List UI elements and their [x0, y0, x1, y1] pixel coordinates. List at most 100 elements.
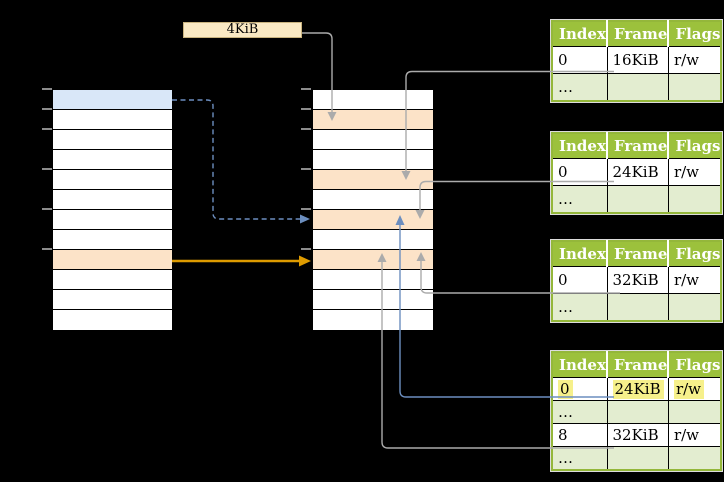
memory-cell — [313, 150, 433, 170]
memory-cell — [313, 190, 433, 210]
memory-cell — [53, 250, 172, 270]
table-cell: r/w — [667, 158, 722, 186]
table-cell: … — [551, 400, 608, 424]
table-cell: … — [551, 446, 608, 471]
table-cell: 24KiB — [606, 158, 669, 186]
memory-cell — [53, 270, 172, 290]
virtual-memory-column — [52, 89, 173, 331]
memory-cell — [313, 290, 433, 310]
table-cell: 8 — [551, 423, 608, 447]
table-cell: 0 — [551, 46, 608, 74]
memory-cell — [313, 110, 433, 130]
address-tick — [301, 168, 311, 170]
table-row: … — [551, 293, 722, 322]
page-size-label-box: 4KiB — [183, 22, 302, 38]
table-cell: 24KiB — [606, 377, 669, 401]
table-cell: 16KiB — [606, 46, 669, 74]
table-cell: 0 — [551, 158, 608, 186]
table-cell — [667, 185, 722, 214]
table-cell — [667, 73, 722, 102]
table-row: … — [551, 185, 722, 214]
memory-cell — [313, 250, 433, 270]
table-cell: 32KiB — [606, 423, 669, 447]
table-cell: 0 — [551, 377, 608, 401]
table-row: … — [551, 400, 722, 424]
column-header: Frame — [605, 133, 669, 159]
column-header: Index — [552, 21, 607, 47]
column-header: Index — [552, 241, 607, 267]
memory-cell — [313, 170, 433, 190]
column-header: Frame — [605, 21, 669, 47]
highlighted-value: 24KiB — [612, 380, 664, 399]
address-tick — [42, 168, 52, 170]
table-cell — [667, 446, 722, 471]
address-tick — [42, 248, 52, 250]
column-header: Flags — [667, 21, 722, 47]
memory-cell — [53, 190, 172, 210]
address-tick — [42, 108, 52, 110]
memory-cell — [53, 310, 172, 330]
table-cell: 0 — [551, 266, 608, 294]
address-tick — [301, 208, 311, 210]
memory-cell — [53, 90, 172, 110]
table-cell: … — [551, 73, 608, 102]
address-tick — [42, 128, 52, 130]
table-cell: r/w — [667, 266, 722, 294]
table-cell — [606, 400, 669, 424]
memory-cell — [53, 170, 172, 190]
column-header: Flags — [667, 352, 722, 378]
table-cell — [606, 73, 669, 102]
memory-cell — [313, 270, 433, 290]
table-cell: … — [551, 185, 608, 214]
column-header: Flags — [667, 133, 722, 159]
table-cell — [606, 185, 669, 214]
table-row: … — [551, 446, 722, 471]
column-header: Index — [552, 133, 607, 159]
address-tick — [301, 248, 311, 250]
highlighted-value: 0 — [558, 380, 573, 399]
memory-cell — [313, 230, 433, 250]
table-cell — [667, 400, 722, 424]
memory-cell — [313, 210, 433, 230]
memory-cell — [53, 110, 172, 130]
memory-cell — [53, 230, 172, 250]
column-header: Index — [552, 352, 607, 378]
table-cell: 32KiB — [606, 266, 669, 294]
page-size-label: 4KiB — [226, 22, 259, 37]
address-tick — [42, 88, 52, 90]
memory-cell — [313, 130, 433, 150]
address-tick — [301, 108, 311, 110]
column-header: Flags — [667, 241, 722, 267]
memory-cell — [313, 310, 433, 330]
table-cell: r/w — [667, 46, 722, 74]
physical-memory-column — [312, 89, 434, 331]
table-cell: … — [551, 293, 608, 322]
memory-cell — [313, 90, 433, 110]
memory-cell — [53, 210, 172, 230]
arrowhead-right-icon — [299, 255, 311, 267]
table-cell: r/w — [667, 377, 722, 401]
table-cell — [606, 446, 669, 471]
column-header: Frame — [605, 352, 669, 378]
table-cell — [667, 293, 722, 322]
address-tick — [42, 208, 52, 210]
memory-cell — [53, 130, 172, 150]
table-cell: r/w — [667, 423, 722, 447]
memory-cell — [53, 290, 172, 310]
table-cell — [606, 293, 669, 322]
table-row: … — [551, 73, 722, 102]
memory-cell — [53, 150, 172, 170]
